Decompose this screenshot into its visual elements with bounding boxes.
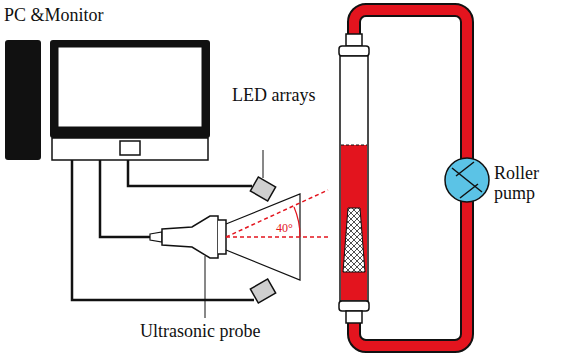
monitor-base <box>52 138 208 160</box>
led-array <box>250 279 275 303</box>
led-array <box>250 177 275 201</box>
monitor <box>50 40 210 138</box>
monitor-stand <box>120 141 140 155</box>
pump-symbol <box>445 158 489 202</box>
blood <box>341 145 367 300</box>
fluid-surface <box>341 145 367 146</box>
angle-label: 40° <box>276 222 293 235</box>
device-label: PC &Monitor <box>4 6 104 26</box>
wire <box>100 160 152 237</box>
wire <box>128 160 252 186</box>
part-label: Ultrasonic probe <box>140 322 260 342</box>
angle-line <box>226 190 328 237</box>
probe-cable <box>150 232 162 242</box>
angle-arc <box>294 207 300 237</box>
pc-tower <box>5 40 41 160</box>
wire <box>72 160 254 300</box>
pump-rollers <box>452 162 482 198</box>
probe-lens <box>218 220 226 254</box>
part-label: LED arrays <box>232 86 315 106</box>
axis-line <box>226 236 328 238</box>
monitor-screen <box>58 47 202 127</box>
column-cap <box>346 311 362 323</box>
leader-line <box>263 150 264 178</box>
part-label: Roller pump <box>494 164 560 204</box>
ultrasonic-probe <box>162 216 218 258</box>
leader-line <box>205 256 206 318</box>
column-cap <box>339 46 369 56</box>
column-body <box>340 56 368 301</box>
column-cap <box>339 301 369 311</box>
column-cap <box>346 34 362 46</box>
mesh-cone <box>343 208 365 272</box>
mesh-cone <box>343 208 365 272</box>
